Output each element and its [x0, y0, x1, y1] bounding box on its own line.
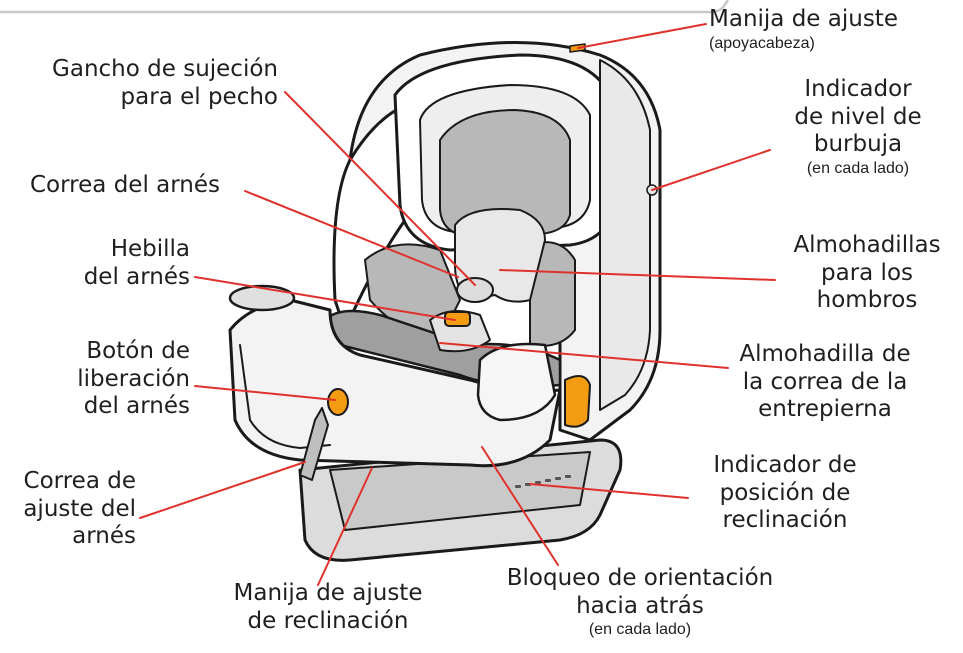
label-text: para los: [821, 259, 913, 286]
label-text: Manija de ajuste: [709, 6, 898, 32]
label-shoulder-pads: Almohadillas para los hombros: [777, 232, 957, 315]
chest-clip: [456, 277, 494, 303]
leader-headrest-handle: [577, 23, 707, 49]
leader-chest-clip: [284, 91, 476, 286]
label-text: Botón de: [86, 338, 190, 364]
leader-release-button: [194, 385, 336, 401]
cup-holder: [228, 284, 296, 312]
label-text: Almohadillas: [793, 232, 941, 258]
label-chest-clip: Gancho de sujeción para el pecho: [18, 56, 278, 111]
label-note: (apoyacabeza): [709, 34, 815, 52]
label-text: posición de: [719, 479, 851, 506]
label-text: Gancho de sujeción: [52, 56, 278, 82]
label-text: Indicador de: [713, 452, 857, 478]
label-crotch-pad: Almohadilla de la correa de la entrepier…: [725, 341, 925, 424]
label-recline-indicator: Indicador de posición de reclinación: [690, 452, 880, 535]
head-cushion: [439, 109, 571, 237]
leader-bubble-indicator: [651, 149, 771, 191]
side-orange-handle: [564, 375, 591, 428]
label-note: (en cada lado): [588, 621, 692, 639]
label-text: de reclinación: [247, 607, 409, 634]
leader-adjust-strap: [139, 461, 306, 519]
label-bubble-indicator: Indicador de nivel de burbuja (en cada l…: [763, 76, 953, 178]
leader-recline-handle: [317, 467, 373, 586]
label-text: hombros: [816, 287, 918, 314]
label-text: del arnés: [83, 263, 190, 290]
label-text: reclinación: [722, 507, 848, 534]
label-harness-strap: Correa del arnés: [30, 172, 220, 200]
label-text: Indicador: [804, 76, 912, 102]
leader-shoulder-pads: [499, 269, 776, 281]
label-adjust-strap: Correa de ajuste del arnés: [2, 468, 136, 551]
recline-indicator-marks: [515, 475, 571, 488]
label-text: Bloqueo de orientación: [506, 565, 774, 591]
label-harness-buckle: Hebilla del arnés: [30, 236, 190, 291]
label-note: (en cada lado): [806, 159, 910, 177]
label-headrest-handle: Manija de ajuste (apoyacabeza): [709, 6, 898, 53]
leader-recline-indicator: [529, 483, 689, 499]
adjust-strap: [299, 407, 329, 481]
label-release-button: Botón de liberación del arnés: [30, 338, 190, 421]
label-text: Almohadilla de: [739, 341, 911, 367]
label-text: hacia atrás: [576, 592, 704, 619]
label-text: la correa de la: [742, 368, 908, 395]
label-text: Hebilla: [110, 236, 190, 262]
label-text: arnés: [72, 523, 136, 550]
leader-harness-buckle: [194, 276, 456, 321]
top-frame-edge: [0, 0, 730, 14]
label-text: liberación: [77, 365, 190, 392]
label-text: Correa del arnés: [30, 172, 220, 198]
label-text: de nivel de: [794, 103, 922, 130]
release-button: [327, 388, 349, 416]
label-rear-lock: Bloqueo de orientación hacia atrás (en c…: [495, 565, 785, 639]
leader-harness-strap: [244, 190, 459, 278]
label-text: del arnés: [83, 393, 190, 420]
label-text: Manija de ajuste: [233, 580, 423, 606]
label-text: para el pecho: [120, 83, 278, 110]
leader-crotch-pad: [439, 342, 729, 369]
label-text: entrepierna: [758, 396, 892, 423]
label-text: Correa de: [23, 468, 136, 494]
leader-rear-lock: [481, 446, 559, 566]
label-recline-handle: Manija de ajuste de reclinación: [208, 580, 448, 635]
label-text: burbuja: [813, 131, 903, 158]
label-text: ajuste del: [23, 495, 136, 522]
